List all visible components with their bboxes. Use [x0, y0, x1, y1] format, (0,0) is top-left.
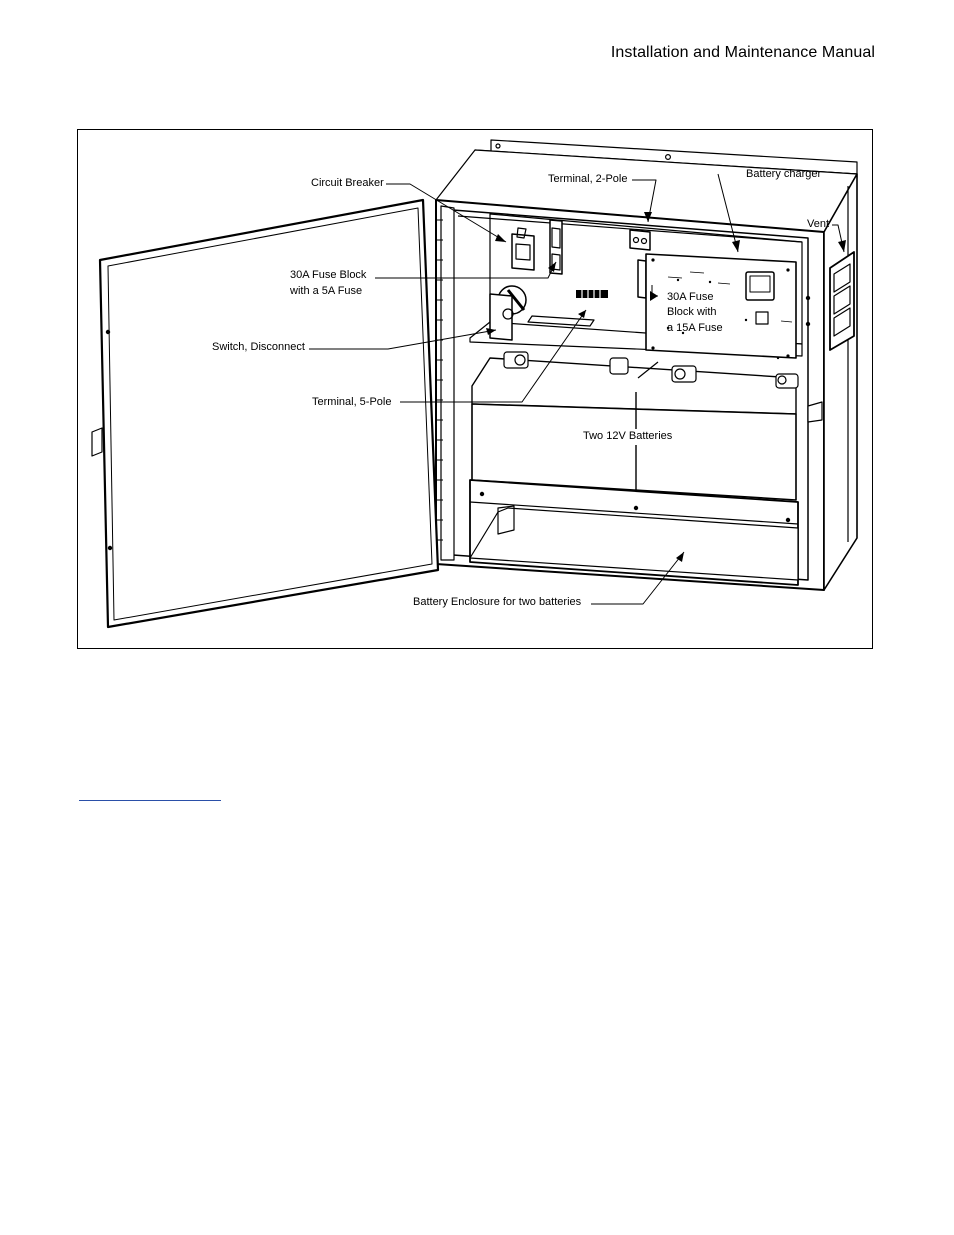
- label-fuse-block-5a-line1: 30A Fuse Block: [290, 269, 367, 281]
- hyperlink-underline[interactable]: [79, 800, 221, 801]
- label-battery-enclosure: Battery Enclosure for two batteries: [413, 596, 582, 608]
- page-header-title: Installation and Maintenance Manual: [610, 44, 875, 61]
- label-fuse-block-5a-line2: with a 5A Fuse: [290, 285, 363, 297]
- label-vent: Vent: [807, 218, 830, 230]
- label-switch-disconnect: Switch, Disconnect: [212, 341, 305, 353]
- enclosure-figure: Circuit Breaker Terminal, 2-Pole Battery…: [77, 129, 873, 649]
- label-two-batteries: Two 12V Batteries: [581, 429, 675, 445]
- label-fuse-block-15a-line1: 30A Fuse: [667, 291, 714, 303]
- label-circuit-breaker: Circuit Breaker: [311, 177, 384, 189]
- enclosure-illustration: [91, 139, 858, 629]
- label-fuse-block-15a-line3: a 15A Fuse: [667, 322, 723, 334]
- label-fuse-block-15a-line2: Block with: [667, 306, 717, 318]
- label-battery-charger: Battery charger: [746, 168, 822, 180]
- label-terminal-2-pole: Terminal, 2-Pole: [548, 173, 628, 185]
- label-terminal-5-pole: Terminal, 5-Pole: [312, 396, 392, 408]
